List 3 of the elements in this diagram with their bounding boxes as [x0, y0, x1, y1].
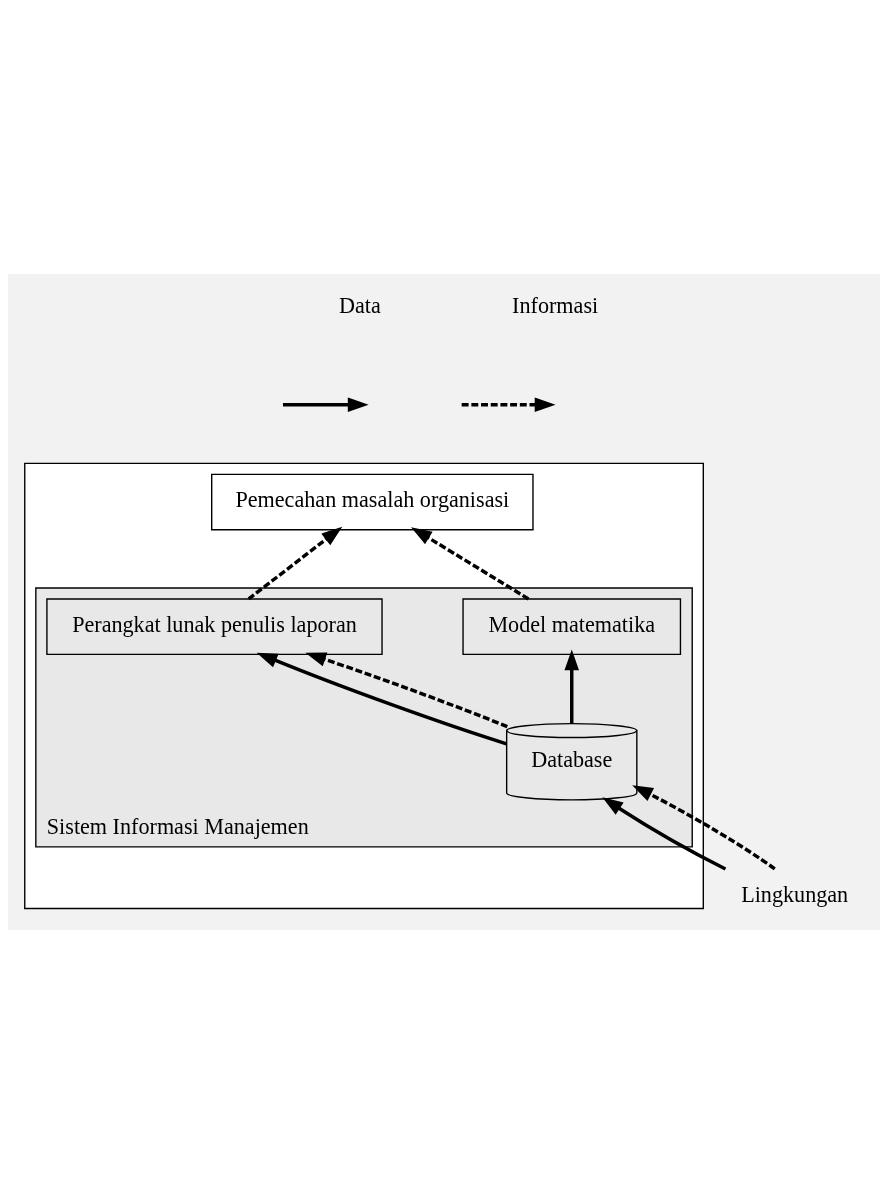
- legend-label: Data: [338, 292, 381, 317]
- node-text: Lingkungan: [741, 881, 849, 907]
- legend-label: Informasi: [512, 292, 599, 317]
